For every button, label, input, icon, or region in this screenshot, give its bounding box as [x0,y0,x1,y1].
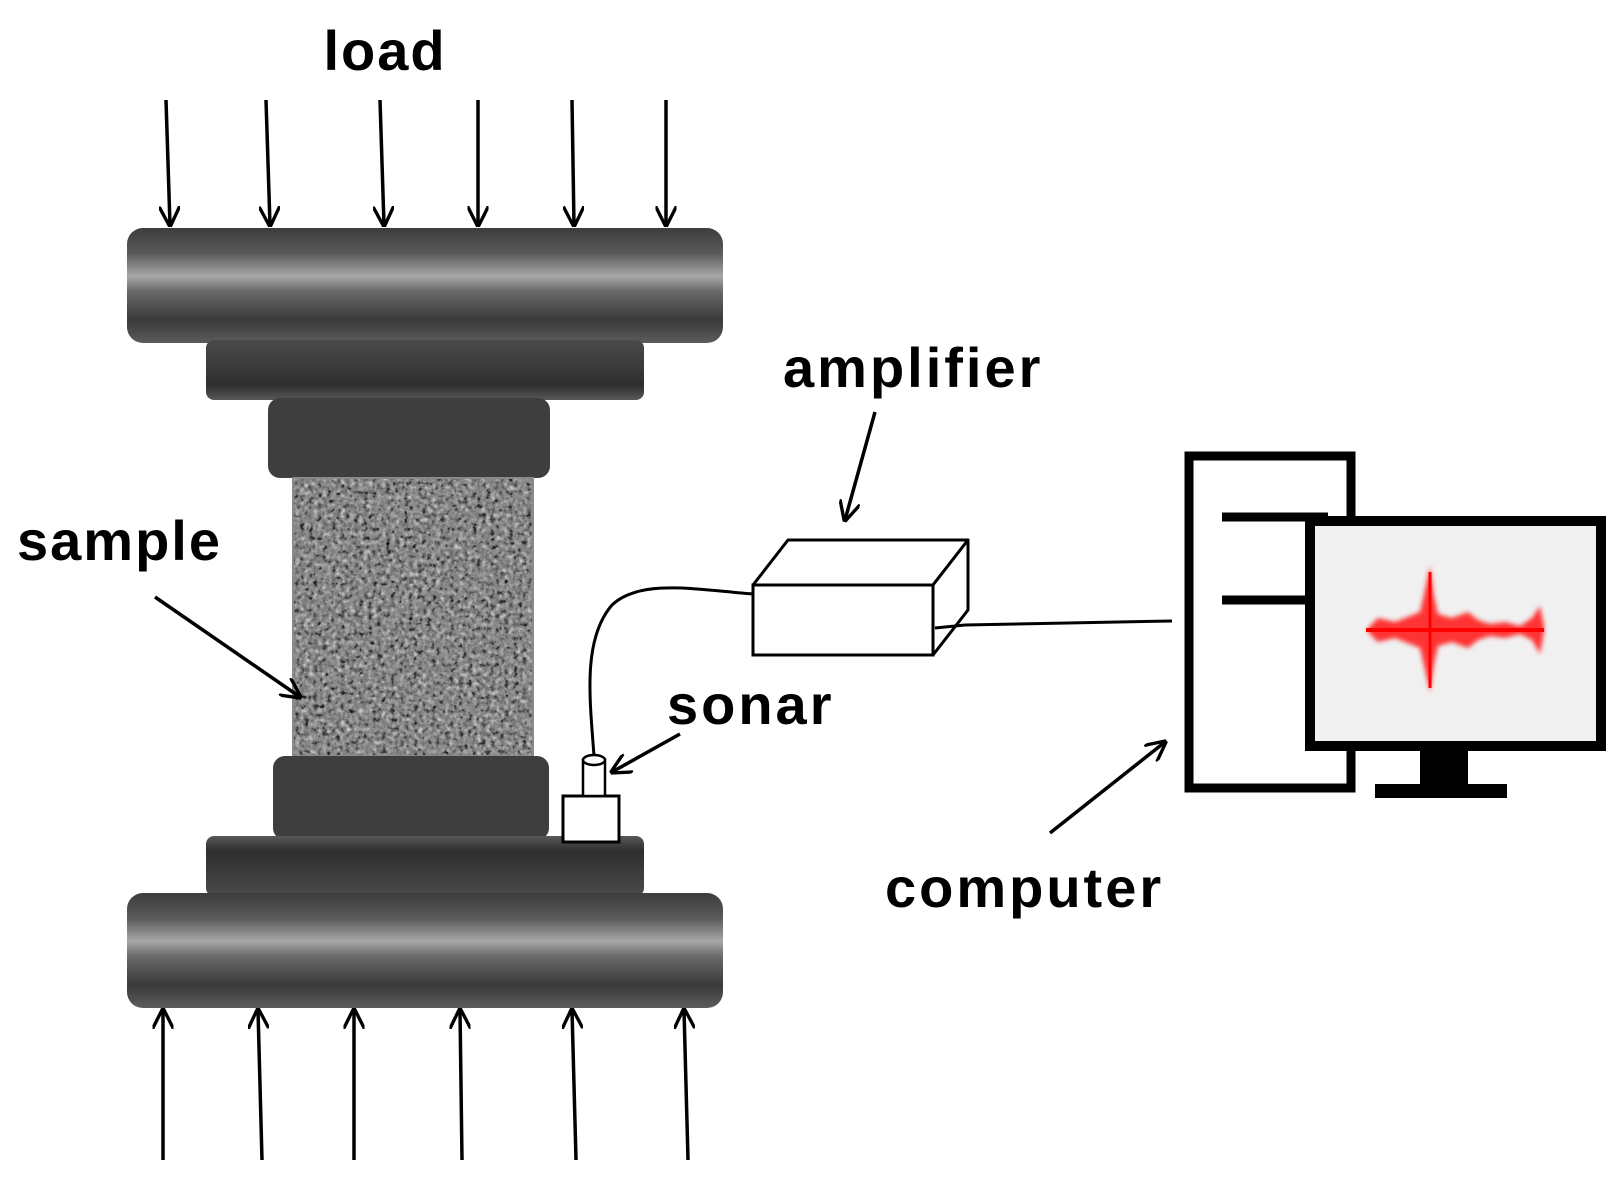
arrow-down-icon [166,99,170,225]
sample-label: sample [17,509,222,572]
bottom-end-cap [273,756,549,840]
bottom-platen [127,836,723,1008]
arrow-up-icon [460,1010,462,1161]
amplifier-pointer-arrow [845,411,877,520]
monitor [1305,516,1606,751]
monitor-stand [1375,784,1507,798]
sensor-cylinder-icon [561,753,621,844]
arrow-down-icon [572,99,574,225]
amplifier-label: amplifier [783,336,1043,399]
arrow-up-icon [258,1010,262,1161]
box-3d-icon [751,538,970,657]
load-label: load [323,19,446,82]
arrow-down-icon [266,99,270,225]
computer-label: computer [885,856,1164,919]
sonar-label: sonar [667,673,835,736]
sample-pointer-arrow [154,595,300,697]
arrow-up-icon [684,1010,688,1161]
arrow-up-icon [572,1010,576,1161]
desktop-computer-icon [1184,451,1606,798]
top-end-cap [268,398,550,478]
reaction-arrows [163,1010,688,1161]
bottom-collar [206,836,644,896]
sensor-cable [588,586,754,757]
waveform-icon [1366,566,1544,692]
monitor-neck [1420,751,1468,785]
sonar-pointer-arrow [612,732,681,772]
top-collar [206,340,644,400]
top-platen [127,228,723,400]
sample-specimen [292,477,534,757]
arrow-down-icon [380,99,384,225]
sonar-base [561,794,621,844]
load-arrows [166,99,666,225]
computer-pointer-arrow [1048,742,1165,835]
amplifier-cable [934,619,1173,630]
